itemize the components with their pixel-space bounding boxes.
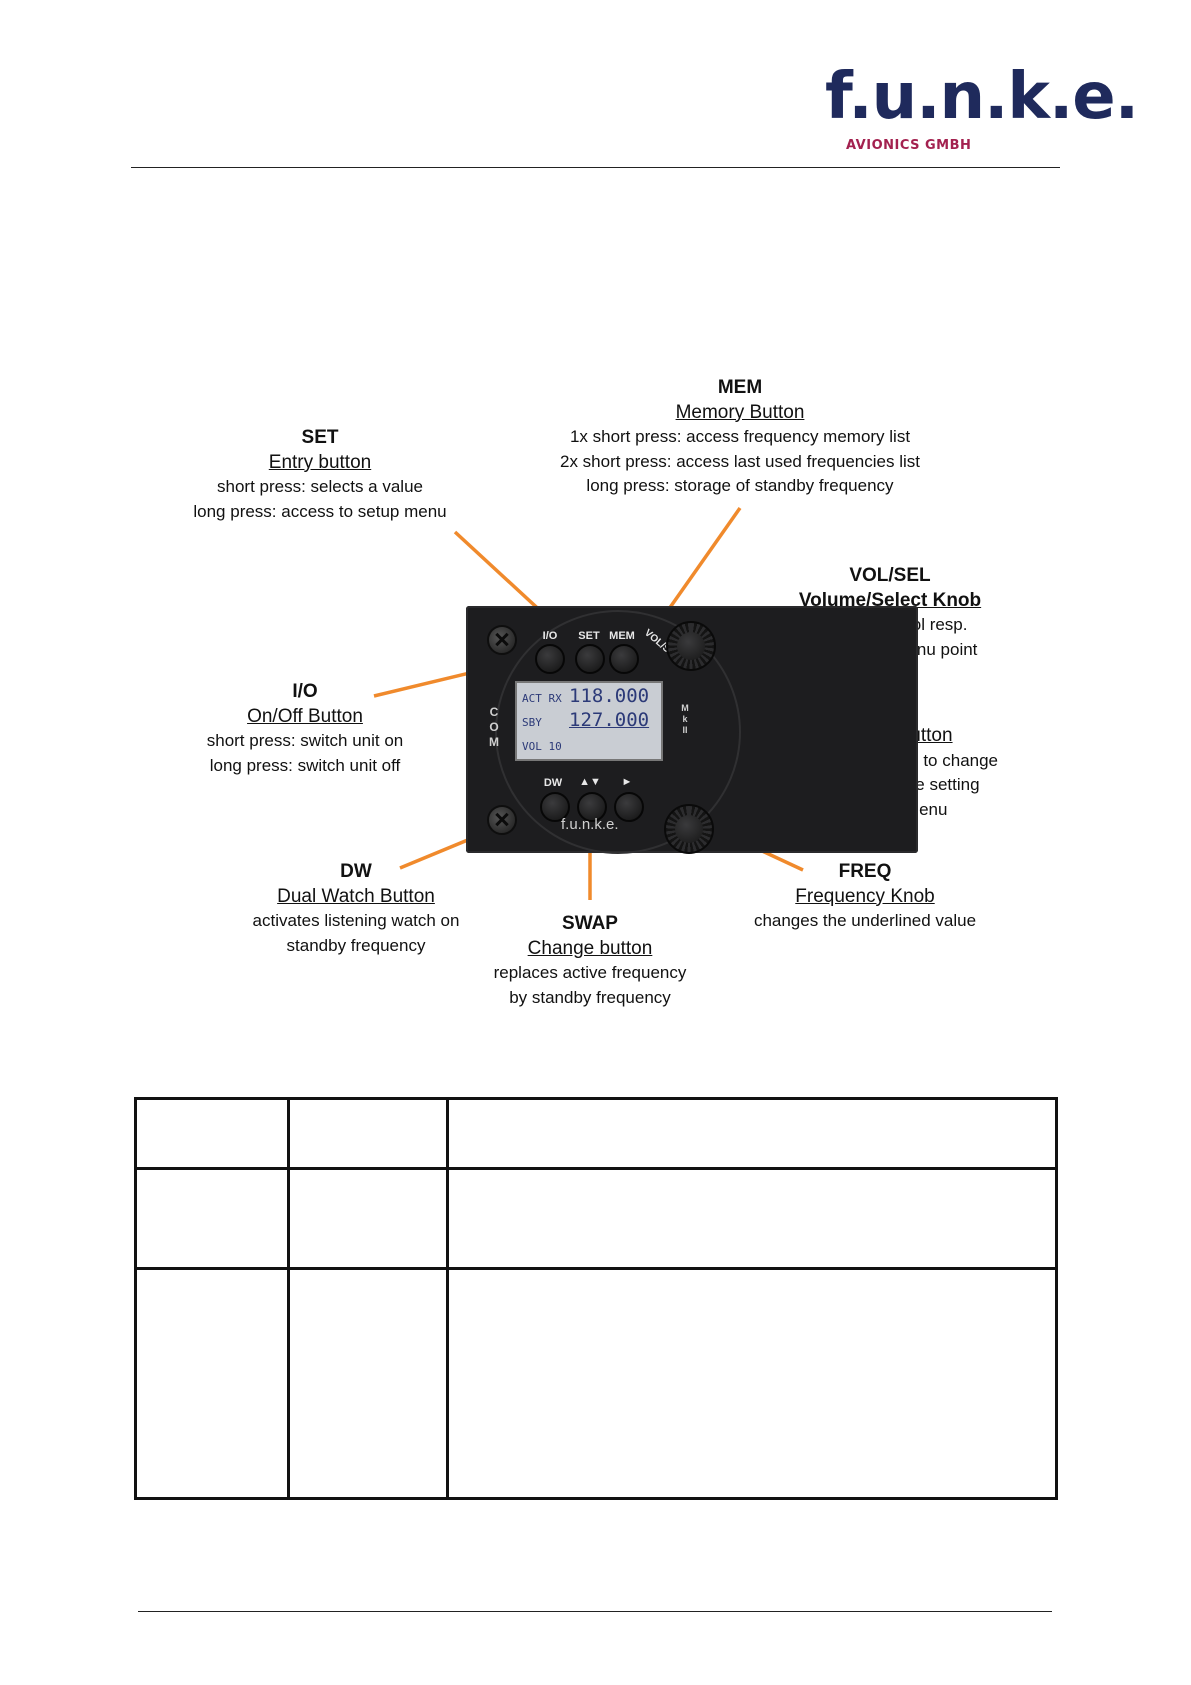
- callout-freq: FREQ Frequency Knob changes the underlin…: [730, 860, 1000, 934]
- footer-divider: [138, 1611, 1052, 1612]
- callout-volsel-subtitle: Volume/Select Knob: [798, 589, 982, 611]
- callout-set-subtitle: Entry button: [268, 451, 372, 473]
- callout-freq-subtitle: Frequency Knob: [795, 885, 935, 907]
- table-cell: [286, 1167, 449, 1270]
- side-letter: II: [682, 725, 688, 735]
- side-letter: C: [489, 705, 499, 719]
- company-logo-subtext: AVIONICS GMBH: [846, 138, 972, 153]
- cursor-label: ►: [621, 776, 633, 788]
- active-rx-label: ACT RX: [522, 692, 562, 705]
- table-row: [134, 1267, 1059, 1500]
- dual-watch-button[interactable]: [540, 792, 570, 822]
- table-cell: [445, 1097, 1059, 1170]
- callout-io-line: long press: switch unit off: [209, 755, 401, 775]
- table-row: [134, 1167, 1059, 1270]
- callout-mem-title: MEM: [717, 377, 763, 398]
- info-table: [134, 1097, 1059, 1500]
- standby-label: SBY: [522, 716, 542, 729]
- io-button[interactable]: [535, 644, 565, 674]
- side-letter: M: [489, 735, 499, 749]
- callout-set-line: short press: selects a value: [217, 477, 423, 496]
- callout-dw: DW Dual Watch Button activates listening…: [226, 860, 486, 958]
- active-frequency: 118.000: [569, 685, 650, 707]
- callout-dw-line: activates listening watch on: [252, 911, 460, 930]
- table-cell: [445, 1267, 1059, 1500]
- table-cell: [286, 1267, 449, 1500]
- callout-mem-line: 1x short press: access frequency memory …: [569, 427, 911, 446]
- mem-label: MEM: [609, 630, 635, 642]
- callout-swap-line: replaces active frequency: [493, 963, 687, 982]
- volume-select-knob[interactable]: [666, 621, 716, 671]
- mkii-side-label: M k II: [677, 703, 693, 736]
- standby-frequency: 127.000: [569, 709, 650, 731]
- callout-dw-title: DW: [340, 861, 372, 882]
- callout-dw-line: standby frequency: [286, 935, 426, 955]
- callout-mem-line: long press: storage of standby frequency: [586, 476, 894, 495]
- callout-mem-line: 2x short press: access last used frequen…: [560, 451, 920, 471]
- callout-freq-line: changes the underlined value: [753, 911, 977, 930]
- callout-swap: SWAP Change button replaces active frequ…: [470, 912, 710, 1010]
- volume-readout: VOL 10: [522, 740, 562, 753]
- company-logo: f.u.n.k.e.: [825, 60, 1139, 134]
- side-letter: k: [682, 714, 688, 724]
- table-cell: [134, 1097, 290, 1170]
- callout-swap-line: by standby frequency: [509, 987, 671, 1007]
- callout-mem: MEM Memory Button 1x short press: access…: [520, 376, 960, 499]
- table-cell: [134, 1267, 290, 1500]
- table-cell: [445, 1167, 1059, 1270]
- callout-set-title: SET: [301, 427, 339, 448]
- dw-label: DW: [543, 777, 563, 789]
- callout-volsel-title: VOL/SEL: [849, 565, 931, 586]
- callout-io-subtitle: On/Off Button: [247, 705, 363, 727]
- set-label: SET: [578, 630, 600, 642]
- side-letter: M: [681, 703, 689, 713]
- swap-label: ▲▼: [579, 776, 601, 788]
- callout-swap-title: SWAP: [562, 913, 618, 934]
- mem-button[interactable]: [609, 644, 639, 674]
- set-button[interactable]: [575, 644, 605, 674]
- callout-dw-subtitle: Dual Watch Button: [277, 885, 435, 907]
- table-cell: [134, 1167, 290, 1270]
- cursor-button[interactable]: [614, 792, 644, 822]
- frequency-knob[interactable]: [664, 804, 714, 854]
- callout-set: SET Entry button short press: selects a …: [160, 426, 480, 524]
- io-label: I/O: [542, 630, 558, 642]
- lcd-display: ACT RX 118.000 SBY 127.000 VOL 10: [515, 681, 663, 761]
- callout-io-line: short press: switch unit on: [206, 731, 404, 750]
- swap-button[interactable]: [577, 792, 607, 822]
- mounting-screw-icon: [487, 625, 517, 655]
- callout-freq-title: FREQ: [838, 861, 892, 882]
- callout-io-title: I/O: [292, 681, 318, 702]
- table-row: [134, 1097, 1059, 1170]
- side-letter: O: [489, 720, 499, 734]
- device-brand: f.u.n.k.e.: [561, 816, 619, 833]
- callout-set-line: long press: access to setup menu: [193, 501, 447, 521]
- callout-swap-subtitle: Change button: [527, 937, 653, 959]
- faceplate-bezel: [495, 610, 741, 854]
- callout-io: I/O On/Off Button short press: switch un…: [170, 680, 440, 778]
- table-cell: [286, 1097, 449, 1170]
- com-side-label: C O M: [485, 705, 503, 750]
- callout-mem-subtitle: Memory Button: [675, 401, 805, 423]
- header-divider: [131, 167, 1060, 168]
- mounting-screw-icon: [487, 805, 517, 835]
